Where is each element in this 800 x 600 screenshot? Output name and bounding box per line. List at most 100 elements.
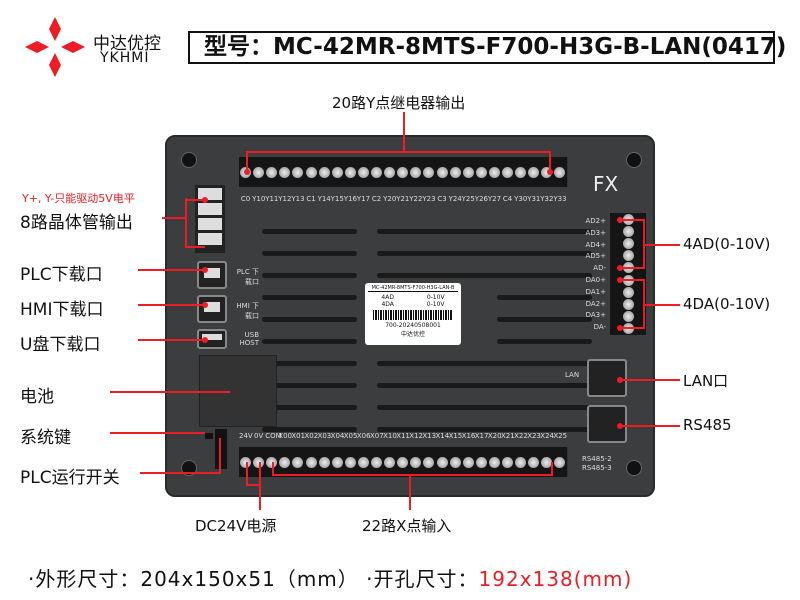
terminal-label: Y26: [474, 195, 488, 203]
system-key[interactable]: [205, 433, 213, 439]
vent-slot: [377, 405, 567, 410]
terminal-screw-icon: [410, 456, 422, 468]
terminal-screw-icon: [462, 456, 474, 468]
terminal-screw-icon: [449, 456, 461, 468]
terminal-label: X21: [501, 432, 515, 440]
dims-label: ·外形尺寸：: [28, 567, 141, 591]
vent-slot: [497, 427, 592, 432]
analog-terminal-label: AD5+: [585, 252, 607, 261]
terminal-label: Y14: [317, 195, 331, 203]
brand-name: 中达优控: [93, 34, 161, 54]
cutout-label: ·开孔尺寸：: [366, 567, 479, 591]
terminal-screw-icon: [410, 166, 422, 178]
terminal-label: X13: [422, 432, 437, 440]
terminal-screw-icon: [502, 166, 514, 178]
terminal-screw-icon: [423, 166, 435, 178]
terminal-label: X15: [448, 432, 463, 440]
terminal-screw-icon: [318, 456, 330, 468]
terminal-label: Y24: [448, 195, 462, 203]
callout-y-output: 20路Y点继电器输出: [332, 94, 466, 112]
vent-slot: [262, 273, 357, 278]
callout-run-switch: PLC运行开关: [20, 468, 120, 488]
analog-terminal-label: DA3+: [585, 311, 606, 320]
terminal-screw-icon: [266, 456, 278, 468]
vent-slot: [262, 251, 357, 256]
terminal-label: Y25: [461, 195, 475, 203]
terminal-label: Y16: [343, 195, 357, 203]
terminal-screw-icon: [622, 286, 634, 298]
terminal-screw-icon: [622, 311, 634, 323]
callout-plc-port: PLC下载口: [20, 265, 103, 285]
analog-terminal-label: AD2+: [585, 217, 607, 225]
vent-slot: [262, 317, 357, 322]
terminal-label: C4: [502, 195, 513, 203]
terminal-screw-icon: [371, 456, 383, 468]
terminal-label: Y22: [409, 195, 423, 203]
terminal-screw-icon: [357, 166, 369, 178]
vent-slot: [262, 295, 357, 300]
sticker-model: MC-42MR-8MTS-F700-H3G-LAN-B: [368, 285, 458, 292]
cutout-value: 192x138(mm): [478, 567, 633, 591]
terminal-screw-icon: [318, 166, 330, 178]
callout-ad: 4AD(0-10V): [683, 235, 771, 253]
plc-download-port[interactable]: [197, 261, 227, 289]
fx-label: FX: [593, 172, 619, 196]
terminal-screw-icon: [622, 237, 634, 249]
hmi-download-port[interactable]: [197, 295, 227, 323]
terminal-screw-icon: [528, 166, 540, 178]
analog-terminal-label: DA1+: [585, 287, 606, 296]
terminal-screw-icon: [266, 166, 278, 178]
terminal-screw-icon: [622, 225, 634, 237]
vent-slot: [262, 383, 357, 388]
screw-icon: [626, 152, 642, 168]
vent-slot: [262, 229, 357, 234]
terminal-screw-icon: [541, 456, 553, 468]
transistor-connectors: [195, 185, 225, 253]
vent-slot: [262, 339, 357, 344]
terminal-screw-icon: [344, 456, 356, 468]
analog-terminal-label: DA2+: [585, 299, 606, 308]
terminal-label: C3: [437, 195, 447, 203]
terminal-label: X00: [278, 432, 292, 440]
lan-port[interactable]: [587, 359, 627, 397]
callout-hmi-port: HMI下载口: [20, 300, 104, 320]
terminal-label: Y15: [330, 195, 344, 203]
terminal-label: Y27: [487, 195, 502, 203]
terminal-screw-icon: [488, 166, 500, 178]
vent-slot: [497, 295, 592, 300]
terminal-label: X22: [514, 432, 528, 440]
terminal-screw-icon: [240, 456, 252, 468]
sticker-ad: 4AD: [381, 294, 394, 301]
callout-dc24v: DC24V电源: [195, 517, 277, 535]
terminal-screw-icon: [462, 166, 474, 178]
terminal-screw-icon: [331, 166, 343, 178]
terminal-screw-icon: [357, 456, 369, 468]
vent-slot: [262, 427, 357, 432]
terminal-label: X14: [435, 432, 450, 440]
vent-slot: [377, 383, 567, 388]
model-title: 型号：MC-42MR-8MTS-F700-H3G-B-LAN(0417): [188, 31, 786, 64]
terminal-label: 0V: [254, 432, 264, 440]
sticker-brand: 中达优控: [400, 331, 425, 338]
terminal-label: X11: [396, 432, 410, 440]
terminal-screw-icon: [384, 166, 396, 178]
terminal-label: Y10: [252, 195, 266, 203]
usb-host-port[interactable]: [197, 329, 227, 349]
vent-slot: [262, 361, 357, 366]
terminal-screw-icon: [515, 166, 527, 178]
terminal-screw-icon: [371, 166, 383, 178]
dims-value: 204x150x51（mm）: [140, 567, 359, 591]
screw-icon: [181, 152, 197, 168]
terminal-screw-icon: [384, 456, 396, 468]
terminal-screw-icon: [292, 166, 304, 178]
terminal-screw-icon: [279, 456, 291, 468]
vent-slot: [497, 339, 592, 344]
terminal-label: X06: [356, 432, 371, 440]
terminal-label: X07: [370, 432, 384, 440]
vent-slot: [377, 273, 567, 278]
